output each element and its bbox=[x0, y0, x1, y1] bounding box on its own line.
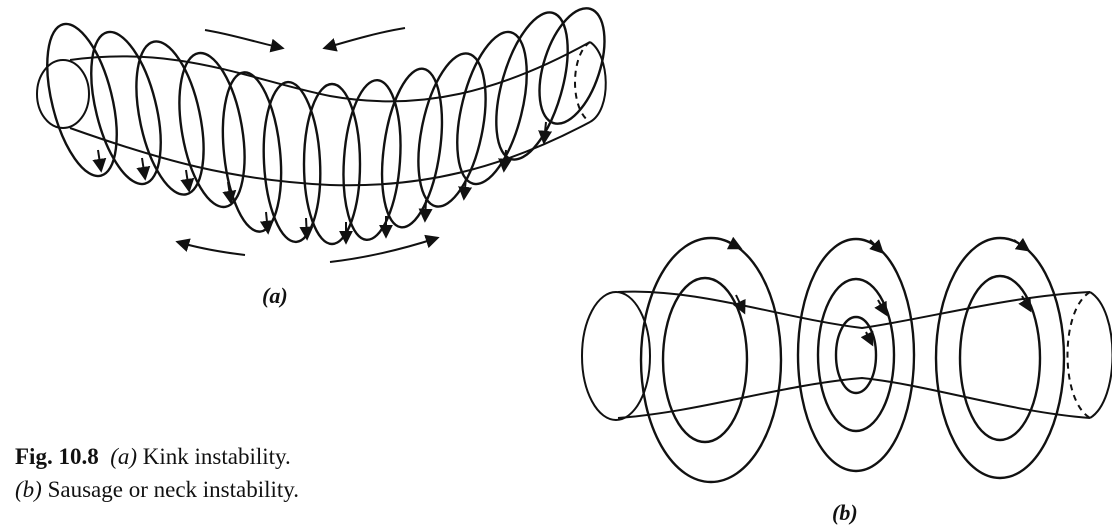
caption-text-b: Sausage or neck instability. bbox=[48, 477, 299, 502]
sausage-tube-right-end bbox=[1090, 292, 1112, 418]
kink-instability-diagram bbox=[34, 0, 617, 262]
sausage-tube-left-end bbox=[582, 292, 650, 420]
caption-tag-b: (b) bbox=[15, 477, 42, 502]
caption-text-a: Kink instability. bbox=[143, 444, 291, 469]
caption-line-2: (b) Sausage or neck instability. bbox=[15, 473, 395, 506]
kink-force-arrow-top-right bbox=[325, 28, 405, 48]
sausage-tube-top-edge bbox=[618, 292, 1090, 328]
figure-number: Fig. 10.8 bbox=[15, 444, 99, 469]
sausage-rings-middle bbox=[798, 239, 914, 471]
sausage-rings-right bbox=[936, 238, 1064, 478]
caption-line-1: Fig. 10.8 (a) Kink instability. bbox=[15, 440, 395, 473]
sausage-rings-left bbox=[641, 238, 781, 482]
sausage-instability-diagram bbox=[582, 238, 1112, 482]
figure-caption: Fig. 10.8 (a) Kink instability. (b) Saus… bbox=[15, 440, 395, 506]
kink-tube-left-end bbox=[37, 60, 89, 128]
subfigure-label-a: (a) bbox=[262, 283, 288, 309]
kink-force-arrow-top-left bbox=[205, 30, 282, 48]
caption-tag-a: (a) bbox=[110, 444, 137, 469]
kink-force-arrow-bottom-left bbox=[178, 242, 245, 255]
subfigure-label-b: (b) bbox=[832, 500, 858, 526]
sausage-tube-bottom-edge bbox=[618, 378, 1090, 418]
kink-field-loops bbox=[34, 0, 617, 244]
